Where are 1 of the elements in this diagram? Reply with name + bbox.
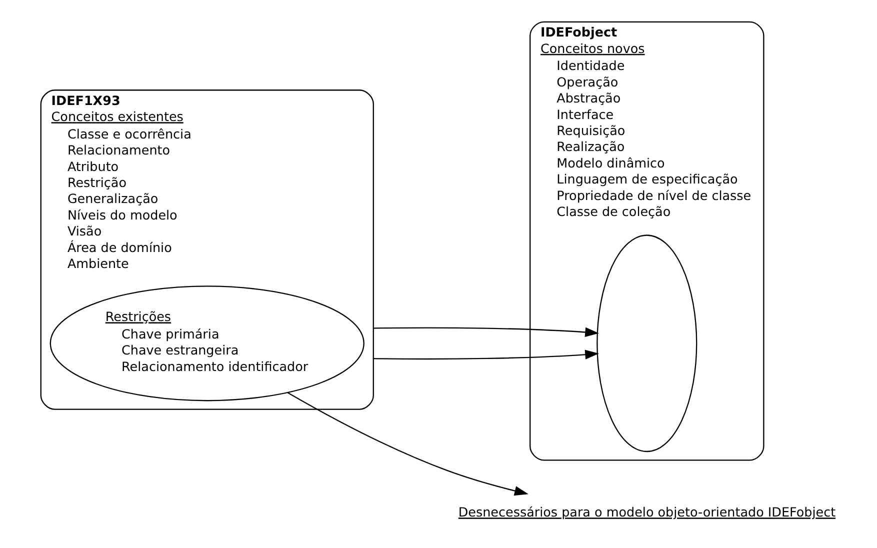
node-text: Desnecessários para o modelo objeto-orientado IDEFobject (458, 504, 836, 520)
